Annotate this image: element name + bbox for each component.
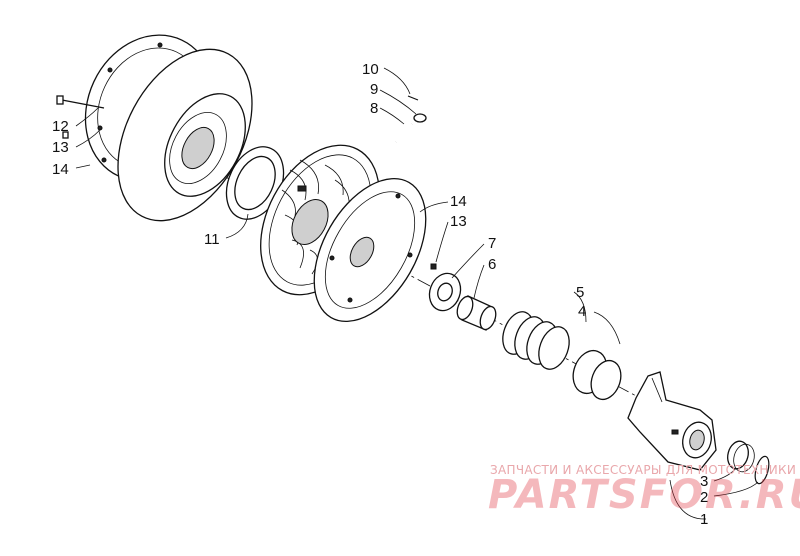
callout-2: 2 [700, 489, 708, 506]
rings-4 [572, 349, 622, 401]
clip-10 [407, 95, 419, 101]
washer-13-left [62, 131, 69, 139]
callout-14-right: 14 [450, 193, 467, 210]
callout-10: 10 [362, 61, 379, 78]
washer-7 [428, 272, 462, 312]
washer-9 [413, 113, 427, 123]
callout-12: 12 [52, 118, 69, 135]
callout-13-right: 13 [450, 213, 467, 230]
bushing-6 [456, 295, 497, 331]
callout-9: 9 [370, 81, 378, 98]
spring-5 [502, 311, 570, 370]
callout-5: 5 [576, 284, 584, 301]
bushing-3 [727, 440, 755, 473]
spacer-ring-11 [225, 146, 285, 220]
callout-1: 1 [700, 511, 708, 528]
watermark-logo: PARTSFOR.RU [488, 472, 800, 518]
gasket-ring-right [313, 177, 427, 323]
fixed-sheave [117, 48, 253, 222]
callout-7: 7 [488, 235, 496, 252]
leader-lines [75, 67, 759, 520]
screw-12 [56, 95, 105, 109]
watermark-tagline: ЗАПЧАСТИ И АКСЕССУАРЫ ДЛЯ МОТОТЕХНИКИ [490, 463, 796, 477]
snap-ring-2 [754, 455, 770, 485]
cam-hub-1 [627, 371, 717, 471]
pin-8 [394, 123, 414, 143]
callout-6: 6 [488, 256, 496, 273]
callout-11: 11 [204, 231, 220, 248]
callout-14-left: 14 [52, 161, 69, 178]
callout-8: 8 [370, 100, 378, 117]
callout-3: 3 [700, 473, 708, 490]
callout-4: 4 [578, 303, 586, 320]
callout-13-left: 13 [52, 139, 69, 156]
screw-13-right [430, 263, 437, 270]
